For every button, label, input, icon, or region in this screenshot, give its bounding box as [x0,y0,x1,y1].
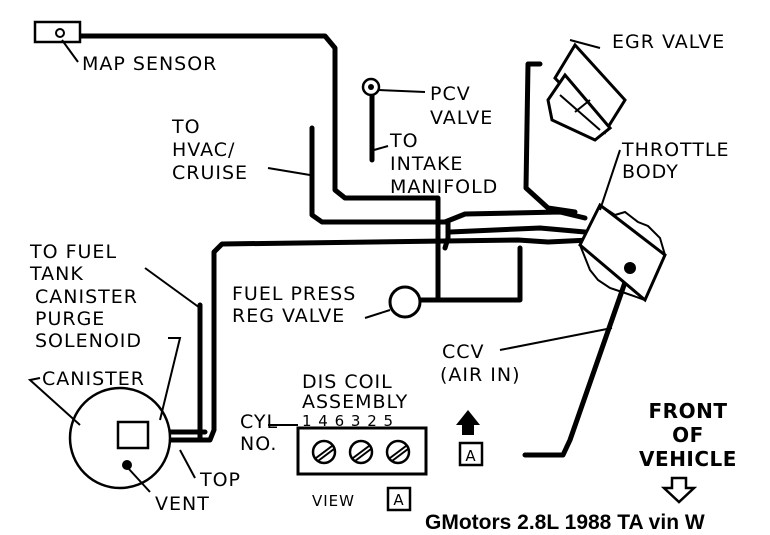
dis-coil-line-2: ASSEMBLY [302,391,408,413]
canister [68,386,172,490]
to-hvac-line-3: CRUISE [172,162,248,184]
front-line-2: OF [672,423,704,447]
fuel-press-label: FUEL PRESS REG VALVE [232,283,356,327]
cyl-line-1: CYL [240,411,278,433]
coil-terminal-1 [311,439,337,465]
coil-terminal-2 [348,439,374,465]
canister-purge-label: CANISTER PURGE SOLENOID [35,286,142,352]
to-intake-label: TO INTAKE MANIFOLD [389,130,498,198]
throttle-body [578,202,667,303]
cyl-label: CYL NO. 1 4 6 3 2 5 [240,411,394,455]
fuel-press-line-2: REG VALVE [232,305,345,327]
ccv-line-1: CCV [442,341,485,363]
pcv-valve-line-1: PCV [430,83,471,105]
view-a-box-letter: A [465,447,476,465]
throttle-body-label: THROTTLE BODY [621,139,730,183]
canister-purge-line-1: CANISTER [35,286,138,308]
to-intake-line-2: INTAKE [390,153,463,175]
to-hvac-line-2: HVAC/ [172,139,235,161]
coil-terminal-3 [385,439,411,465]
throttle-body-line-1: THROTTLE [621,139,730,161]
to-fuel-tank-line-1: TO FUEL [29,241,117,263]
ccv-label: CCV (AIR IN) [440,341,520,386]
canister-purge-line-2: PURGE [35,308,105,330]
to-hvac-line-1: TO [171,116,201,138]
dis-coil-label: DIS COIL ASSEMBLY [302,371,408,413]
vent-label: VENT [155,493,210,515]
view-a-arrow-icon: A [456,410,484,467]
ccv-hose [522,265,633,458]
egr-valve-label: EGR VALVE [612,31,725,53]
cyl-numbers: 1 4 6 3 2 5 [302,412,394,430]
vacuum-hoses [57,33,633,458]
to-intake-line-1: TO [389,130,419,152]
throttle-body-line-2: BODY [622,161,679,183]
to-fuel-tank-line-2: TANK [29,263,84,285]
dis-coil-line-1: DIS COIL [302,371,393,393]
view-label: VIEW [312,492,355,510]
front-line-1: FRONT [649,399,728,423]
top-label: TOP [199,469,241,491]
fuel-press-line-1: FUEL PRESS [232,283,356,305]
front-line-3: VEHICLE [639,447,737,471]
throttle-feed-mid [447,225,588,235]
fuel-press-hose [417,245,523,303]
to-intake-line-3: MANIFOLD [390,176,498,198]
view-a-label-box: A [386,486,412,512]
front-of-vehicle-label: FRONT OF VEHICLE [639,399,737,471]
cyl-line-2: NO. [240,433,277,455]
fuel-press-reg-valve [388,285,422,319]
pcv-valve-line-2: VALVE [430,107,493,129]
to-hvac-label: TO HVAC/ CRUISE [171,116,248,184]
map-sensor [33,20,82,44]
front-arrow-icon [660,476,698,504]
to-fuel-tank-label: TO FUEL TANK [29,241,117,285]
view-box-letter: A [393,491,404,509]
canister-purge-line-3: SOLENOID [35,330,142,352]
leader-lines [27,39,621,493]
map-sensor-label: MAP SENSOR [82,53,217,75]
dis-coil-assembly [296,426,428,476]
canister-purge-hose [147,237,593,443]
egr-hose [523,61,578,215]
map-sensor-hose [57,33,441,303]
pcv-valve-label: PCV VALVE [430,83,493,129]
egr-valve [546,42,627,142]
caption: GMotors 2.8L 1988 TA vin W [425,511,705,534]
ccv-line-2: (AIR IN) [440,364,520,386]
pcv-valve [361,77,381,97]
throttle-feed-upper [442,209,588,225]
canister-label: CANISTER [42,368,145,390]
